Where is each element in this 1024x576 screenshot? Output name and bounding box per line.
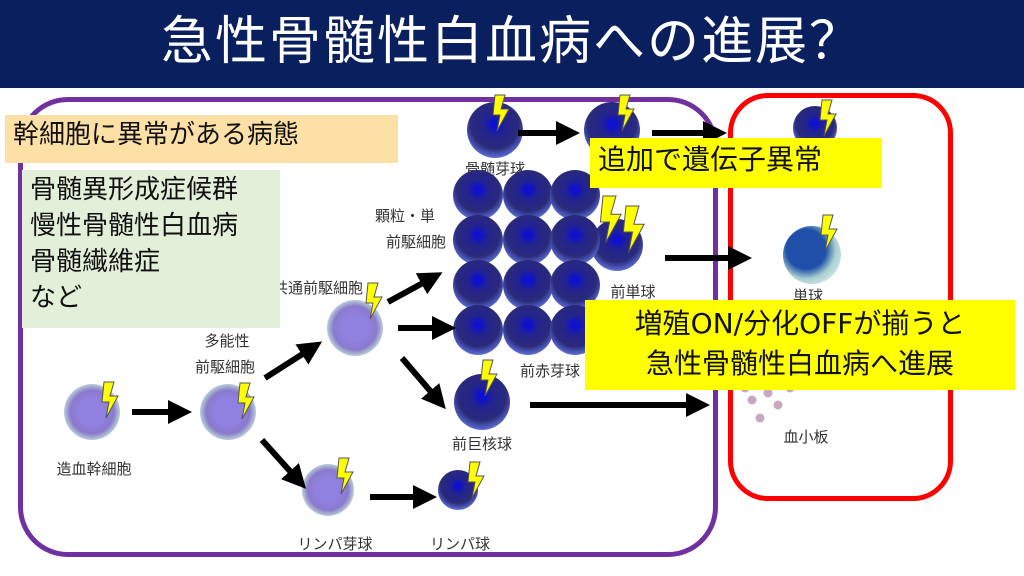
label-promonocyte: 前単球: [610, 283, 656, 301]
disease-item: など: [30, 283, 83, 313]
progenitor-cell: [503, 170, 553, 220]
cmp-cell: [327, 300, 383, 356]
monocyte-cell: [783, 226, 841, 284]
progenitor-cell: [453, 170, 503, 220]
progenitor-cell: [503, 305, 553, 355]
progenitor-cell: [550, 215, 600, 265]
label-gmp-2: 前駆細胞: [385, 231, 447, 252]
slide-title: 急性骨髄性白血病への進展？: [0, 0, 1024, 88]
label-cmp: 共通前駆細胞: [272, 279, 364, 297]
label-hsc: 造血幹細胞: [56, 460, 132, 478]
mpp-cell: [200, 384, 256, 440]
disease-item: 慢性骨髄性白血病: [30, 211, 239, 241]
platelet-dot: [755, 413, 765, 423]
platelet-dot: [747, 395, 757, 405]
label-gmp-1: 顆粒・単: [374, 205, 436, 226]
acute-leukemia-region: [728, 93, 953, 501]
label-proerythroblast: 前赤芽球: [519, 360, 581, 381]
progenitor-cell: [503, 215, 553, 265]
progression-line-2: 急性骨髄性白血病へ進展: [645, 347, 954, 380]
label-mpp-1: 多能性: [204, 332, 250, 350]
label-lymphoblast: リンパ芽球: [297, 535, 373, 553]
additional-mutation-callout: 追加で遺伝子異常: [590, 138, 882, 188]
lymphocyte-cell: [438, 470, 478, 510]
disease-item: 骨髄異形成症候群: [30, 175, 239, 205]
label-platelet: 血小板: [783, 428, 829, 446]
myeloblast-cell: [467, 102, 523, 158]
promegakaryocyte-cell: [454, 374, 510, 430]
platelet-dot: [763, 388, 773, 398]
stem-cell-disorder-heading: 幹細胞に異常がある病態: [5, 115, 398, 163]
disease-item: 骨髄繊維症: [30, 247, 161, 277]
platelet-dot: [773, 400, 783, 410]
disease-list: 骨髄異形成症候群 慢性骨髄性白血病 骨髄繊維症 など: [22, 170, 280, 328]
progression-line-1: 増殖ON/分化OFFが揃うと: [634, 307, 966, 340]
label-lymphocyte: リンパ球: [429, 535, 491, 553]
progenitor-cell: [453, 260, 503, 310]
label-promegakaryocyte: 前巨核球: [451, 435, 513, 453]
progenitor-cell: [453, 215, 503, 265]
progenitor-cell: [503, 260, 553, 310]
lymphoblast-cell: [302, 464, 354, 516]
label-mpp-2: 前駆細胞: [194, 358, 256, 376]
hsc-cell: [64, 384, 120, 440]
progression-callout: 増殖ON/分化OFFが揃うと 急性骨髄性白血病へ進展: [585, 300, 1015, 390]
progenitor-cell: [453, 305, 503, 355]
